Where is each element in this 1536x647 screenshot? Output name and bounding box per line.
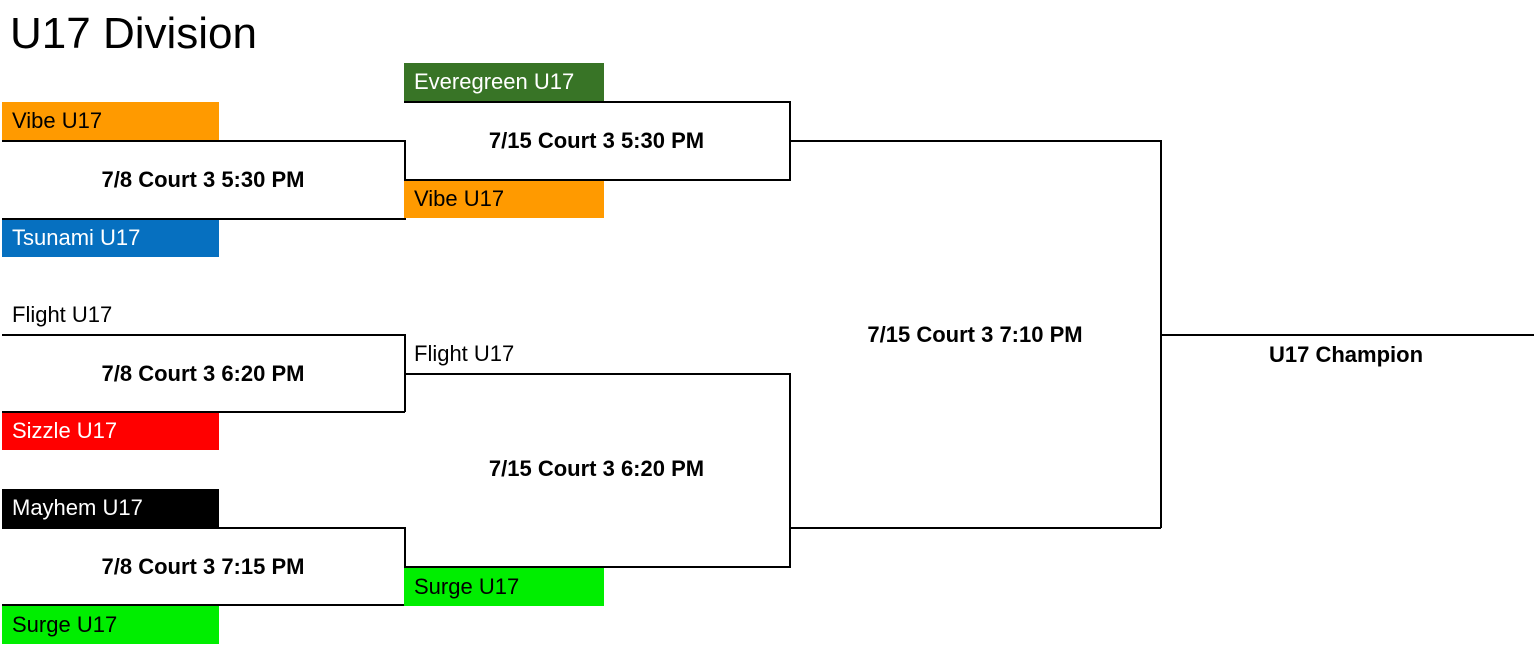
bracket-line <box>789 140 1161 142</box>
game-final: 7/15 Court 3 7:10 PM <box>867 322 1083 347</box>
champion-label: U17 Champion <box>1268 342 1424 367</box>
team-everegreen-r2[interactable]: Everegreen U17 <box>404 63 604 101</box>
bracket-line <box>2 527 405 529</box>
page-title: U17 Division <box>10 9 257 58</box>
team-tsunami-r1[interactable]: Tsunami U17 <box>2 219 219 257</box>
team-flight-r2[interactable]: Flight U17 <box>414 341 515 366</box>
bracket-line <box>2 218 405 220</box>
team-sizzle-r1[interactable]: Sizzle U17 <box>2 412 219 450</box>
bracket-line <box>404 566 790 568</box>
team-vibe-r2[interactable]: Vibe U17 <box>404 180 604 218</box>
team-surge-r2[interactable]: Surge U17 <box>404 568 604 606</box>
team-flight-r1[interactable]: Flight U17 <box>12 302 113 327</box>
team-vibe-r1[interactable]: Vibe U17 <box>2 102 219 140</box>
bracket-line <box>404 373 790 375</box>
bracket-line <box>789 527 1161 529</box>
bracket-line <box>404 179 790 181</box>
game-r1-1: 7/8 Court 3 5:30 PM <box>101 167 305 192</box>
bracket-line <box>2 411 405 413</box>
bracket-line <box>2 334 405 336</box>
bracket-line <box>2 604 405 606</box>
game-r2-2: 7/15 Court 3 6:20 PM <box>488 456 705 481</box>
game-r1-3: 7/8 Court 3 7:15 PM <box>101 554 305 579</box>
champion-line <box>1160 334 1534 336</box>
game-r1-2: 7/8 Court 3 6:20 PM <box>101 361 305 386</box>
team-surge-r1[interactable]: Surge U17 <box>2 606 219 644</box>
team-mayhem-r1[interactable]: Mayhem U17 <box>2 489 219 527</box>
game-r2-1: 7/15 Court 3 5:30 PM <box>488 128 705 153</box>
bracket-line <box>789 373 791 568</box>
bracket-line <box>2 140 405 142</box>
bracket-line <box>404 101 790 103</box>
